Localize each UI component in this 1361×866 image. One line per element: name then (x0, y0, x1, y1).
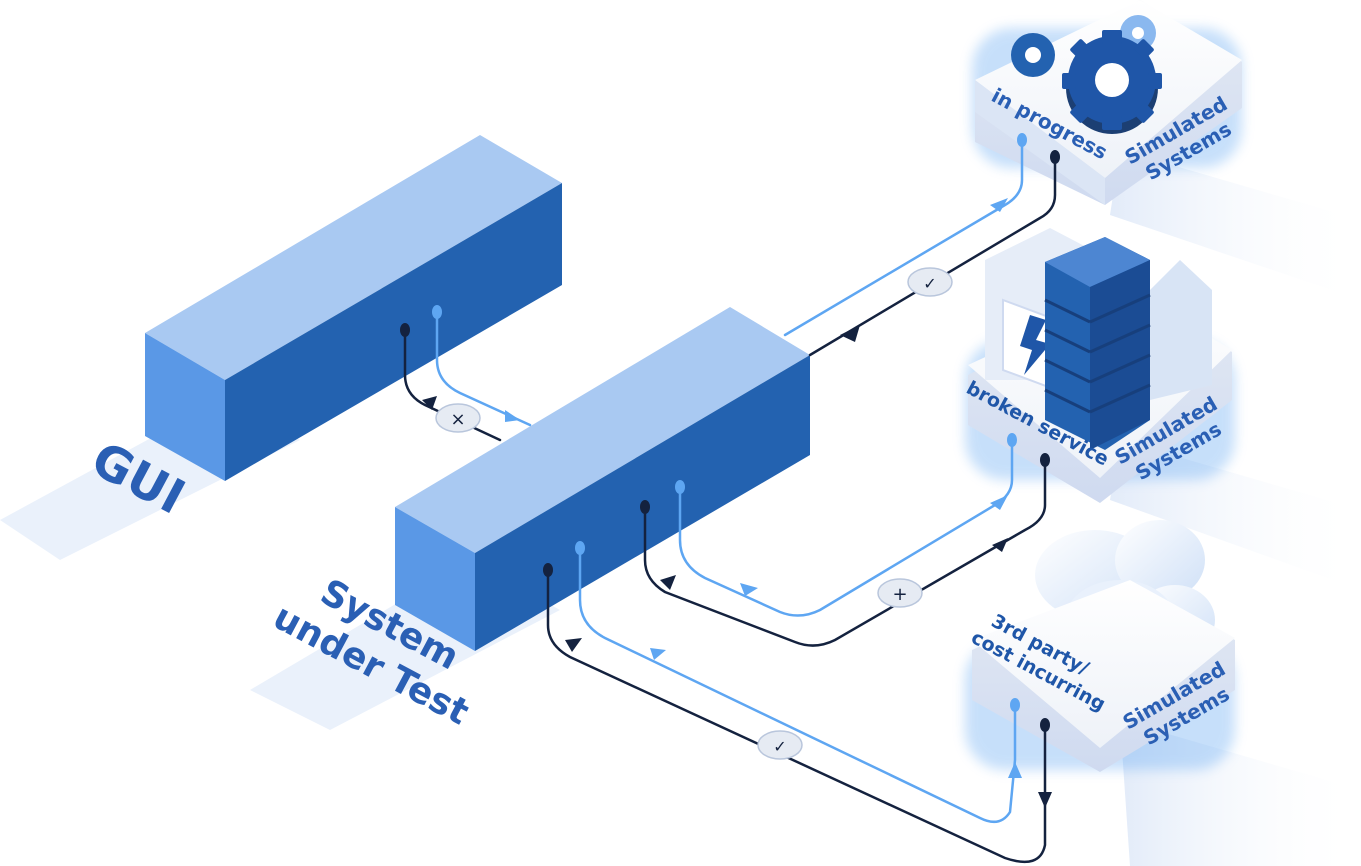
gui-box-top (145, 135, 562, 380)
arrow-head (565, 638, 582, 652)
gui-link-light (435, 308, 532, 427)
arrow-head (1038, 792, 1052, 808)
svg-text:✓: ✓ (923, 274, 936, 293)
node1-link-badge: ✓ (907, 267, 953, 297)
arrow-head (1008, 762, 1022, 778)
simulated-node-third-party[interactable]: 3rd party/ cost incurring Simulated Syst… (965, 520, 1241, 772)
gui-box[interactable] (145, 135, 562, 481)
svg-text:+: + (892, 584, 907, 605)
arrow-head (740, 583, 758, 596)
arrow-head (660, 575, 676, 590)
arrow-heads (422, 198, 1052, 808)
arrow-head (505, 410, 520, 422)
node2-link-badge: + (877, 578, 923, 608)
gui-box-front (225, 183, 562, 481)
node2-link-dark (643, 458, 1047, 647)
arrow-head (840, 325, 860, 342)
gui-box-side (145, 333, 225, 481)
node3-link-badge: ✓ (757, 730, 803, 760)
gui-link-badge: × (435, 403, 481, 433)
node1-link-dark (808, 155, 1057, 357)
gear-icon (1011, 15, 1162, 134)
node1-link-light (783, 138, 1024, 337)
svg-text:✓: ✓ (773, 737, 786, 756)
sut-box-side (395, 507, 475, 651)
sut-box-top (395, 307, 810, 553)
arrow-head (992, 538, 1008, 552)
system-under-test-box[interactable] (395, 307, 810, 651)
simulated-node-broken-service[interactable]: broken service Simulated Systems (963, 228, 1235, 503)
arrow-head (990, 198, 1008, 212)
connection-endpoints (400, 133, 1060, 732)
arrow-head (650, 648, 666, 660)
svg-text:×: × (450, 409, 465, 430)
arrow-head (990, 495, 1008, 510)
gui-link-dark (403, 328, 502, 442)
node3-link-light (578, 546, 1017, 824)
node2-link-light (678, 438, 1014, 617)
link-badges: × ✓ + ✓ (435, 267, 953, 760)
server-icon (1044, 237, 1151, 450)
arrow-head (422, 396, 437, 410)
